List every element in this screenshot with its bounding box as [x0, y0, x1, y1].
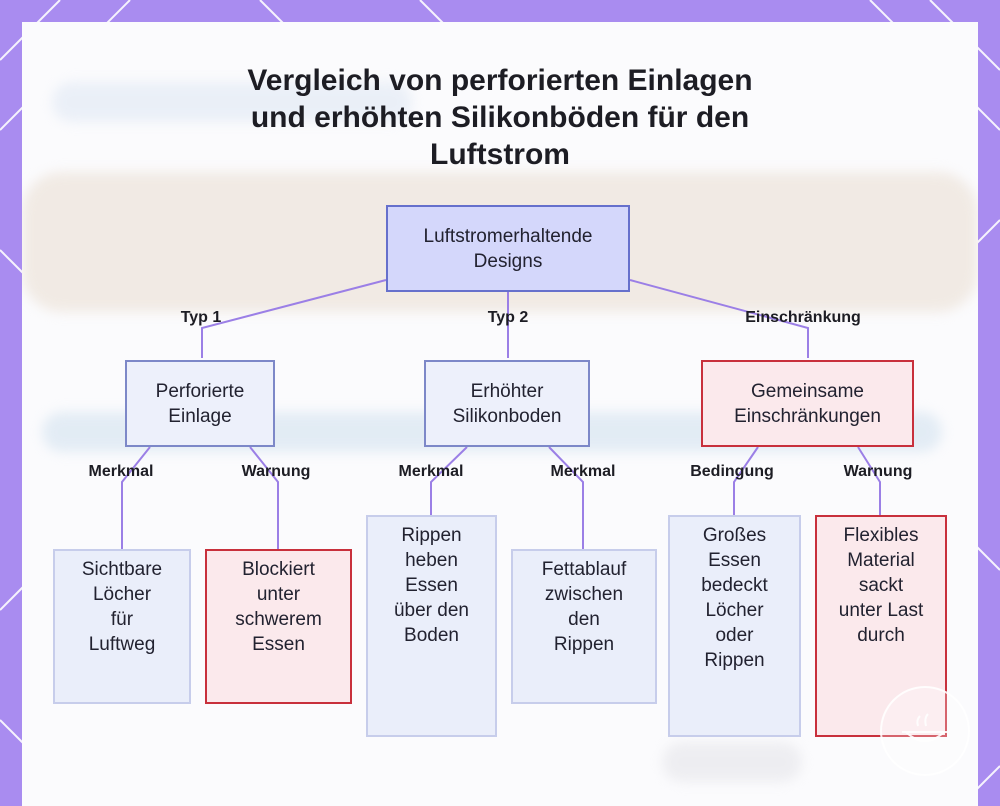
edge-label-type-1: Typ 1 — [180, 309, 222, 326]
edge-raised-drain — [548, 446, 584, 549]
edge-root-limits — [629, 279, 809, 358]
node-raised-silicone: Erhöhter Silikonboden — [424, 360, 590, 447]
edge-limits-large — [733, 446, 759, 515]
edge-label-warning-blocked: Warnung — [241, 463, 311, 480]
node-blocked-heavy-food: Blockiert unter schwerem Essen — [205, 549, 352, 704]
edge-perforated-blocked — [249, 446, 279, 549]
edge-raised-ribs — [430, 446, 468, 515]
diagram-title: Vergleich von perforierten Einlagen und … — [0, 62, 1000, 173]
node-common-limits: Gemeinsame Einschränkungen — [701, 360, 914, 447]
node-grease-drain: Fettablauf zwischen den Rippen — [511, 549, 657, 704]
node-large-food-covers: Großes Essen bedeckt Löcher oder Rippen — [668, 515, 801, 737]
title-line-1: Vergleich von perforierten Einlagen — [247, 64, 753, 97]
edge-label-type-2: Typ 2 — [487, 309, 529, 326]
title-line-2: und erhöhten Silikonböden für den — [250, 101, 750, 134]
node-visible-holes: Sichtbare Löcher für Luftweg — [53, 549, 191, 704]
edge-label-feature-holes: Merkmal — [88, 463, 154, 480]
node-perforated-insert: Perforierte Einlage — [125, 360, 275, 447]
edge-label-warning-sag: Warnung — [843, 463, 913, 480]
node-root: Luftstromerhaltende Designs — [386, 205, 630, 292]
edge-root-perforated — [201, 279, 387, 358]
edge-label-feature-drain: Merkmal — [550, 463, 616, 480]
title-line-3: Luftstrom — [430, 138, 570, 171]
watermark-logo-icon — [880, 686, 970, 776]
edge-limits-sag — [857, 446, 881, 515]
edge-label-limitation: Einschränkung — [745, 309, 861, 326]
edge-label-feature-ribs: Merkmal — [398, 463, 464, 480]
edge-label-condition: Bedingung — [690, 463, 774, 480]
node-ribs-lift-food: Rippen heben Essen über den Boden — [366, 515, 497, 737]
edge-perforated-holes — [121, 446, 151, 549]
